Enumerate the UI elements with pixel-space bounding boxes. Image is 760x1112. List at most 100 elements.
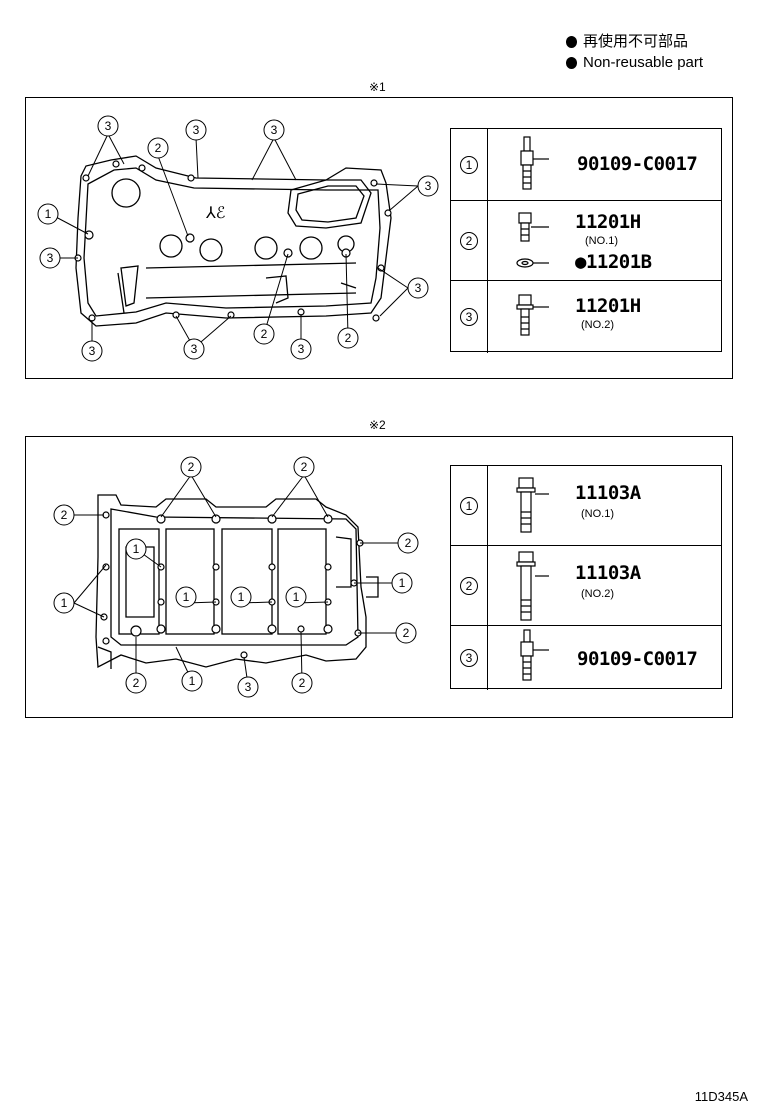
callout-bubble: 2 (397, 532, 419, 554)
callout-label: 2 (299, 676, 306, 690)
panel2-cylinder-head: 2 2 2 2 1 1 1 1 1 1 1 2 2 3 2 1 1 (25, 436, 733, 718)
figure-code: 11D345A (694, 1089, 748, 1104)
panel2-drawing: 2 2 2 2 1 1 1 1 1 1 1 2 2 3 2 (53, 456, 419, 698)
callout-bubble: 1 (53, 592, 75, 614)
long-bolt-icon (516, 551, 549, 621)
callout-label: 1 (133, 542, 140, 556)
callout-bubble: 2 (337, 327, 359, 349)
flange-bolt-icon (516, 294, 549, 336)
washer-part-number: ●11201B (575, 251, 652, 273)
callout-label: 2 (405, 536, 412, 550)
callout-bubble: 3 (39, 247, 61, 269)
callout-bubble: 2 (147, 137, 169, 159)
legend-japanese-label: 再使用不可部品 (583, 33, 689, 50)
panel1-cylinder-head-cover: ⅄ℰ (25, 97, 733, 379)
part-number: 11201H (575, 295, 641, 317)
callout-bubble: 1 (175, 586, 197, 608)
legend: 再使用不可部品 Non-reusable part (566, 31, 703, 73)
row-index-cell: 2 (451, 546, 488, 625)
panel1-parts-table: 1 90109-C0017 2 11201H (NO.1) ●11201B (450, 128, 722, 353)
callout-label: 1 (238, 590, 245, 604)
part-number: 90109-C0017 (577, 153, 698, 175)
callout-label: 2 (345, 331, 352, 345)
callout-label: 2 (155, 141, 162, 155)
non-reusable-dot-icon (566, 56, 577, 69)
callout-label: 3 (193, 123, 200, 137)
callout-label: 2 (403, 626, 410, 640)
row-index: 2 (460, 231, 478, 250)
callout-label: 2 (61, 508, 68, 522)
callout-bubble: 3 (185, 119, 207, 141)
row-index: 3 (460, 308, 478, 326)
table-row: 2 11103A (NO.2) (451, 546, 721, 626)
callout-bubble: 2 (395, 622, 417, 644)
part-variant: (NO.1) (581, 508, 614, 520)
svg-text:⅄ℰ: ⅄ℰ (205, 205, 226, 222)
callout-bubble: 2 (53, 504, 75, 526)
callout-label: 3 (191, 342, 198, 356)
callout-label: 3 (105, 119, 112, 133)
table-row: 3 11201H (NO.2) (451, 281, 721, 353)
table-row: 3 90109-C0017 (451, 626, 721, 690)
callout-bubble: 2 (180, 456, 202, 478)
callout-bubble: 3 (183, 338, 205, 360)
callout-bubble: 1 (181, 670, 203, 692)
part-number: 90109-C0017 (577, 648, 698, 670)
callout-bubble: 1 (230, 586, 252, 608)
row-index: 3 (460, 649, 478, 667)
callout-label: 3 (298, 342, 305, 356)
callout-bubble: 3 (290, 338, 312, 360)
callout-bubble: 3 (97, 115, 119, 137)
row-index: 1 (460, 496, 478, 515)
callout-bubble: 2 (293, 456, 315, 478)
callout-bubble: 2 (291, 672, 313, 694)
table-row: 1 11103A (NO.1) (451, 466, 721, 546)
callout-label: 3 (271, 123, 278, 137)
callout-bubble: 1 (391, 572, 413, 594)
row-index-cell: 3 (451, 626, 488, 690)
callout-bubble: 2 (125, 672, 147, 694)
legend-row-english: Non-reusable part (566, 52, 703, 73)
callout-label: 3 (415, 281, 422, 295)
row-index: 2 (460, 576, 478, 595)
callout-label: 1 (399, 576, 406, 590)
panel2-mark: ※2 (369, 418, 386, 432)
row-index: 1 (460, 155, 478, 174)
callout-bubble: 1 (285, 586, 307, 608)
row-index-cell: 1 (451, 129, 488, 200)
callout-bubble: 3 (407, 277, 429, 299)
non-reusable-dot-icon (566, 35, 577, 48)
panel1-drawing: ⅄ℰ (37, 115, 439, 362)
callout-label: 2 (188, 460, 195, 474)
legend-row-japanese: 再使用不可部品 (566, 31, 703, 52)
callout-label: 1 (293, 590, 300, 604)
callout-label: 3 (47, 251, 54, 265)
table-row: 1 90109-C0017 (451, 129, 721, 201)
part-number: 11103A (575, 482, 641, 504)
stud-bolt-icon (520, 136, 549, 190)
panel2-parts-table: 1 11103A (NO.1) 2 11103A (NO.2) 3 (450, 465, 722, 690)
callout-bubble: 1 (125, 538, 147, 560)
callout-label: 2 (301, 460, 308, 474)
callout-label: 3 (89, 344, 96, 358)
part-variant: (NO.2) (581, 319, 614, 331)
callout-label: 1 (183, 590, 190, 604)
short-bolt-icon (516, 477, 549, 533)
stud-bolt-icon (520, 629, 549, 681)
callout-bubble: 2 (253, 323, 275, 345)
part-number: 11103A (575, 562, 641, 584)
row-index-cell: 2 (451, 201, 488, 280)
callout-label: 1 (189, 674, 196, 688)
callout-bubble: 3 (81, 340, 103, 362)
legend-english-label: Non-reusable part (583, 54, 704, 71)
callout-label: 3 (245, 680, 252, 694)
callout-bubble: 3 (263, 119, 285, 141)
callout-label: 1 (61, 596, 68, 610)
callout-bubble: 3 (417, 175, 439, 197)
part-number: 11201H (575, 211, 641, 233)
callout-bubble: 3 (237, 676, 259, 698)
callout-bubble: 1 (37, 203, 59, 225)
bolt-with-washer-icon (516, 212, 549, 268)
table-row: 2 11201H (NO.1) ●11201B (451, 201, 721, 281)
callout-label: 2 (261, 327, 268, 341)
